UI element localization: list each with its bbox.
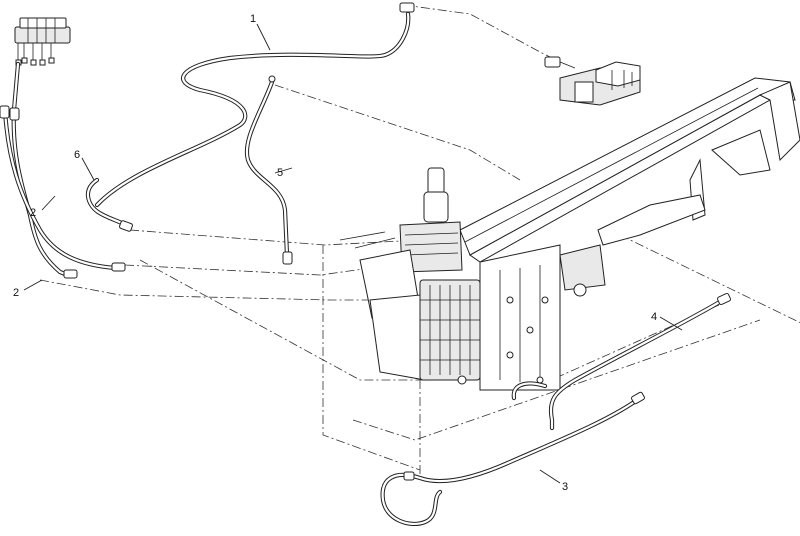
- hose-3: [380, 391, 645, 527]
- remote-valve-cluster: [544, 56, 641, 106]
- callout-3: 3: [562, 481, 568, 493]
- control-valve-bank: [14, 17, 71, 66]
- callout-2-lower: 2: [13, 287, 19, 299]
- hose-5: [244, 75, 293, 265]
- callout-6: 6: [74, 149, 80, 161]
- hose-1: [94, 2, 415, 208]
- callout-1: 1: [250, 13, 256, 25]
- hose-4: [511, 292, 731, 431]
- hose-2-set: [0, 61, 126, 279]
- hose-6: [85, 177, 133, 232]
- center-pump-assembly: [339, 167, 544, 385]
- callout-4: 4: [651, 311, 657, 323]
- leader-lines: [23, 23, 683, 484]
- alignment-lines: [39, 4, 800, 475]
- callout-5: 5: [277, 167, 283, 179]
- tractor-frame: [459, 77, 800, 391]
- callout-2-upper: 2: [30, 207, 36, 219]
